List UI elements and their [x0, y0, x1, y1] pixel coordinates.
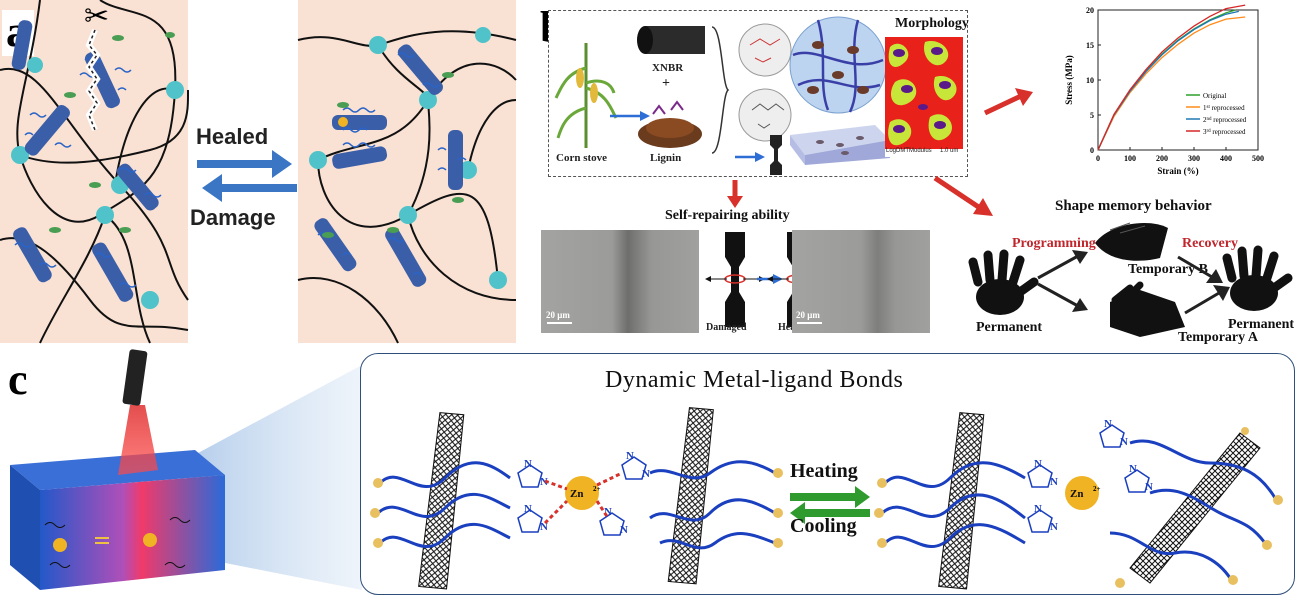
network-damaged-diagram: [0, 0, 190, 344]
cnt-left: [418, 412, 465, 590]
svg-text:N: N: [642, 468, 650, 480]
permanent-left-label: Permanent: [976, 320, 1043, 335]
temporary-b-label: Temporary B: [1128, 262, 1208, 277]
morphology-afm-image: [885, 37, 963, 157]
light-cone: [10, 349, 362, 590]
y-axis-label: Stress (MPa): [1064, 55, 1074, 105]
legend-label: 3rd reprocessed: [1203, 128, 1246, 136]
x-tick-label: 400: [1220, 154, 1232, 163]
svg-text:N: N: [1145, 481, 1153, 493]
damaged-label: Damaged: [706, 322, 747, 333]
corn-plant-icon: [554, 43, 618, 148]
shape-memory-title: Shape memory behavior: [1055, 198, 1212, 214]
svg-text:N: N: [1104, 418, 1112, 430]
heating-label: Heating: [790, 460, 858, 482]
y-tick-label: 5: [1090, 111, 1094, 120]
y-tick-label: 10: [1086, 76, 1094, 85]
panel-letter-c: c: [8, 355, 28, 404]
blue-arrow-1: [610, 111, 650, 121]
arrow-to-temp-b: [1037, 250, 1088, 280]
x-tick-label: 100: [1124, 154, 1136, 163]
red-arrow-down: [727, 180, 743, 208]
svg-text:N: N: [626, 450, 634, 462]
corn-stove-label: Corn stove: [556, 152, 608, 164]
y-tick-label: 20: [1086, 6, 1094, 15]
scissors-icon: ✂: [84, 0, 110, 33]
svg-text:N: N: [1120, 436, 1128, 448]
plus-label: +: [662, 76, 670, 91]
xnbr-roll-icon: [637, 26, 705, 54]
series-line-3: [1097, 4, 1246, 151]
micrograph-healed: [792, 230, 930, 333]
metal-ligand-diagram: NN NN NN NN Zn NN NN NN NN Zn: [370, 407, 1283, 590]
arrow-from-temp-b: [1177, 255, 1223, 283]
dynamic-bonds-title: Dynamic Metal-ligand Bonds: [605, 367, 904, 393]
legend-label: 1st reprocessed: [1203, 104, 1245, 112]
x-tick-label: 200: [1156, 154, 1168, 163]
svg-text:N: N: [620, 524, 628, 536]
hand-temporary-a: [1110, 281, 1185, 337]
svg-text:N: N: [1050, 476, 1058, 488]
lignin-label: Lignin: [650, 152, 682, 164]
svg-text:N: N: [604, 506, 612, 518]
healed-arrows: [197, 150, 297, 202]
hand-permanent-left: [968, 249, 1039, 315]
hand-temporary-b: [1095, 222, 1168, 261]
programming-label: Programming: [1012, 236, 1096, 251]
svg-text:N: N: [524, 503, 532, 515]
network-healed-diagram: [297, 27, 517, 344]
dogbone-specimen-icon: [770, 135, 782, 175]
red-arrow-diagonal: [933, 175, 993, 216]
cooling-label: Cooling: [790, 515, 857, 537]
arrow-to-temp-a: [1037, 282, 1088, 312]
morphology-caption: LogDMTModulus: [886, 148, 932, 154]
recovery-label: Recovery: [1182, 236, 1238, 251]
zn-label-right: Zn: [1070, 488, 1083, 500]
healed-label: Healed: [196, 124, 269, 149]
svg-text:N: N: [1034, 503, 1042, 515]
svg-text:N: N: [1129, 463, 1137, 475]
svg-text:N: N: [1034, 458, 1042, 470]
x-tick-label: 500: [1252, 154, 1264, 163]
zn-label-left: Zn: [570, 488, 583, 500]
molecule-bubbles: [738, 23, 792, 142]
micrograph-damaged: [541, 230, 699, 333]
damage-label: Damage: [190, 205, 276, 230]
legend-label: 2nd reprocessed: [1203, 116, 1247, 124]
red-arrow-to-chart: [983, 88, 1033, 116]
xnbr-label: XNBR: [652, 62, 684, 74]
scale-bar-right: [797, 322, 822, 324]
scale-label-left: 20 μm: [546, 310, 570, 320]
zn-charge-left: 2+: [593, 485, 601, 493]
zn-charge-right: 2+: [1093, 485, 1101, 493]
x-tick-label: 0: [1096, 154, 1100, 163]
svg-text:N: N: [1050, 521, 1058, 533]
scale-bar-left: [547, 322, 572, 324]
svg-text:N: N: [540, 476, 548, 488]
x-axis-label: Strain (%): [1157, 166, 1198, 176]
lignin-pile-icon: [638, 100, 702, 148]
permanent-right-label: Permanent: [1228, 317, 1295, 332]
nanocomposite-network-sphere: [789, 16, 887, 114]
series-line-1: [1097, 16, 1246, 151]
sample-block: [790, 125, 890, 165]
morphology-scale: 1.0 um: [940, 148, 959, 154]
y-tick-label: 15: [1086, 41, 1094, 50]
morphology-title: Morphology: [895, 16, 969, 31]
bracket: [711, 26, 730, 154]
svg-text:N: N: [540, 521, 548, 533]
legend-label: Original: [1203, 92, 1226, 100]
arrow-from-temp-a: [1184, 285, 1230, 315]
hand-permanent-right: [1222, 245, 1293, 311]
scale-label-right: 20 μm: [796, 310, 820, 320]
x-tick-label: 300: [1188, 154, 1200, 163]
y-tick-label: 0: [1090, 146, 1094, 155]
dogbone-damaged: [705, 232, 765, 327]
self-repair-title: Self-repairing ability: [665, 208, 790, 223]
svg-text:N: N: [524, 458, 532, 470]
blue-arrow-2: [735, 152, 765, 162]
temporary-a-label: Temporary A: [1178, 330, 1258, 345]
